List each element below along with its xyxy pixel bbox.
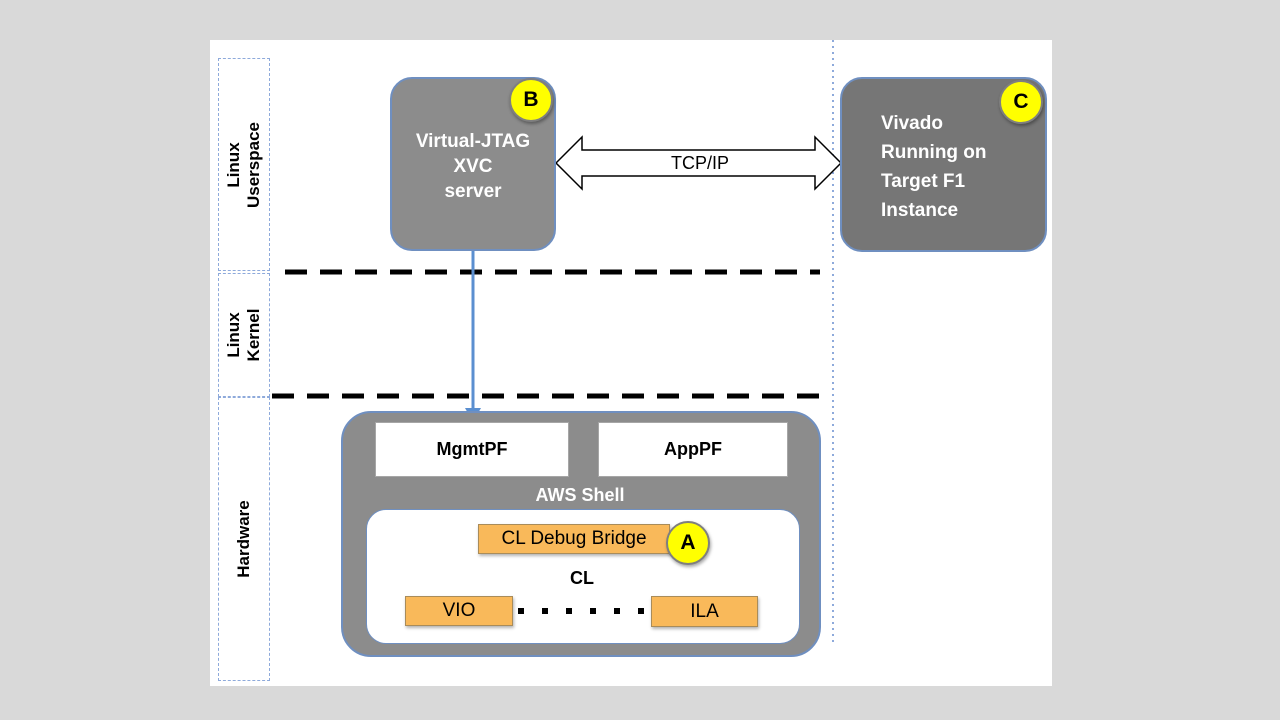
vivado-line1: Vivado	[881, 113, 943, 134]
vivado-line2: Running on	[881, 142, 987, 163]
tcpip-label: TCP/IP	[670, 153, 729, 173]
marker-b: B	[509, 78, 553, 122]
xvc-server-line3: server	[444, 181, 502, 202]
marker-a: A	[666, 521, 710, 565]
xvc-server-line1: Virtual-JTAG	[415, 131, 531, 152]
vivado-line3: Target F1	[881, 171, 966, 192]
xvc-server-text: Virtual-JTAG XVC server	[392, 129, 554, 204]
vivado-line4: Instance	[881, 200, 959, 221]
diagram-canvas: Linux Userspace Linux Kernel Hardware TC…	[210, 40, 1052, 686]
layer-userspace-band: Linux Userspace	[218, 58, 270, 271]
apppf-box: AppPF	[598, 422, 788, 477]
layer-kernel-band: Linux Kernel	[218, 273, 270, 397]
marker-c: C	[999, 80, 1043, 124]
cl-debug-bridge-box: CL Debug Bridge	[478, 524, 670, 554]
vivado-text: Vivado Running on Target F1 Instance	[881, 109, 987, 225]
vio-box: VIO	[405, 596, 513, 626]
connector-lines	[272, 40, 843, 644]
aws-shell-label: AWS Shell	[535, 485, 625, 505]
xvc-server-line2: XVC	[453, 156, 493, 177]
cl-label: CL	[570, 568, 594, 588]
mgmtpf-box: MgmtPF	[375, 422, 569, 477]
ila-box: ILA	[651, 596, 758, 627]
layer-hardware-band: Hardware	[218, 397, 270, 681]
